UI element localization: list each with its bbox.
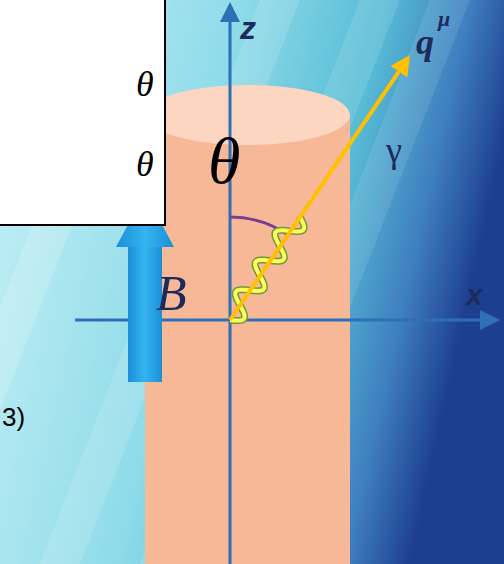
photon-label: γ [386,132,402,168]
axis-label: x [466,280,483,310]
reference-number: 3) [2,404,25,430]
angle-label: θ [208,128,240,194]
x-axis-head [480,310,500,330]
z-axis [229,18,232,564]
momentum-index: μ [438,8,450,30]
z-axis-head [220,2,240,22]
plasma-cylinder [145,115,350,564]
momentum-arrow [230,72,399,320]
field-label: B [156,268,187,318]
formula-symbol: θ [136,66,154,102]
momentum-label: q [416,24,434,60]
cylinder-top [145,85,350,145]
formula-box: θθ [0,0,166,226]
momentum-arrow-head [391,55,410,77]
axis-label: z [240,12,256,44]
formula-symbol: θ [136,146,154,182]
